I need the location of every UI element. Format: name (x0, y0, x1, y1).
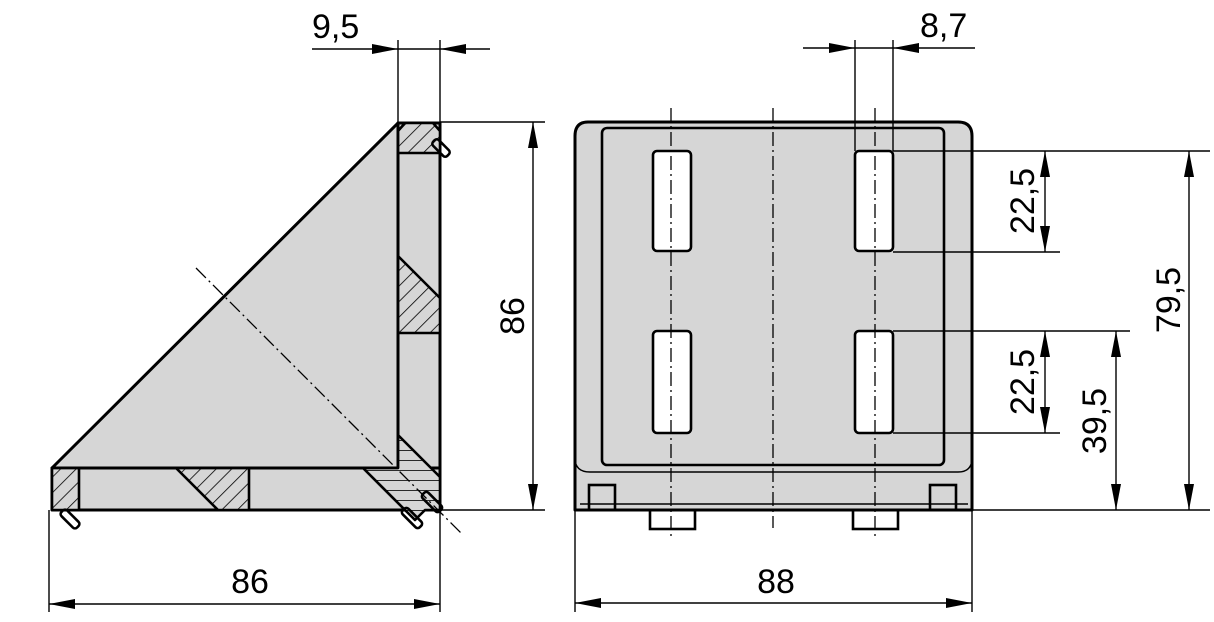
slot-top-right (853, 149, 895, 253)
corner-lug-right (928, 483, 958, 512)
dimension-slot-width: 8,7 (803, 7, 975, 151)
dimension-upper-slot-length: 22,5 (893, 150, 1210, 253)
gusset-triangle (50, 121, 400, 470)
front-view: 8,7 22,5 22,5 39,5 (573, 7, 1210, 612)
bottom-tab-left (648, 508, 697, 531)
dimension-wall-thickness: 9,5 (312, 8, 490, 123)
slot-bottom-right (853, 329, 895, 435)
dimension-lower-slot-position: 39,5 (972, 331, 1210, 511)
dimension-upper-slot-position: 79,5 (1150, 151, 1194, 510)
corner-lug-left (587, 483, 617, 512)
dimension-height: 86 (440, 121, 545, 511)
top-section-hatch (396, 121, 442, 155)
dim-label-9-5: 9,5 (312, 8, 359, 46)
dim-label-8-7: 8,7 (920, 7, 967, 45)
slot-top-left (651, 149, 693, 253)
dim-label-86-width: 86 (231, 563, 269, 601)
dimension-overall-width: 88 (574, 510, 973, 612)
flange-line (574, 457, 973, 473)
dim-label-88: 88 (757, 563, 795, 601)
dim-label-22-5-upper: 22,5 (1004, 168, 1042, 234)
dim-label-86-height: 86 (494, 297, 532, 335)
diagonal-centerline (195, 267, 463, 535)
slot-bottom-left (651, 329, 693, 435)
side-view: 9,5 86 86 (48, 8, 545, 612)
dim-label-39-5: 39,5 (1076, 388, 1114, 454)
left-clip (59, 508, 81, 530)
dim-label-79-5: 79,5 (1150, 267, 1188, 333)
corner-clip-lower (400, 506, 424, 530)
dim-label-22-5-lower: 22,5 (1004, 349, 1042, 415)
dimension-lower-slot-length: 22,5 (893, 330, 1130, 434)
left-end-section-hatch (50, 466, 81, 512)
top-clip (431, 138, 451, 158)
dimension-width: 86 (48, 510, 441, 612)
